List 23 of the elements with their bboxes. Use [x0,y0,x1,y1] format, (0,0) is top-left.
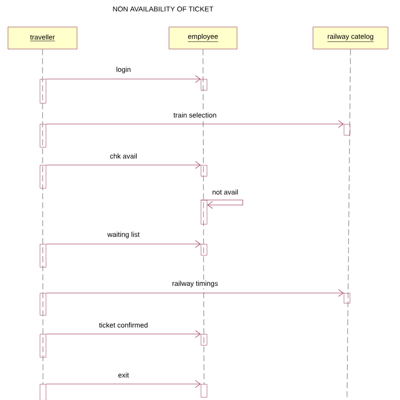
message-arrow [46,120,344,128]
activation-bar [40,334,46,358]
message-arrow [46,161,201,169]
message-arrow [46,289,344,297]
activation-bar [40,124,46,148]
lifeline [346,48,351,400]
self-message-arrow [200,200,244,209]
activation-bar [40,384,46,400]
activation-bar [200,384,208,398]
activation-bar [40,244,46,268]
message-arrow [46,75,201,83]
activation-bar [200,165,208,176]
activation-bar [200,244,208,256]
message-arrow [46,330,201,338]
message-arrow [46,380,201,388]
activation-bar [40,79,46,104]
activation-bar [344,124,350,136]
lifeline [42,48,44,384]
activation-bar [200,334,208,346]
message-arrow [46,240,201,248]
lifeline [202,48,204,384]
activation-bar [40,293,46,316]
activation-bar [40,165,46,188]
